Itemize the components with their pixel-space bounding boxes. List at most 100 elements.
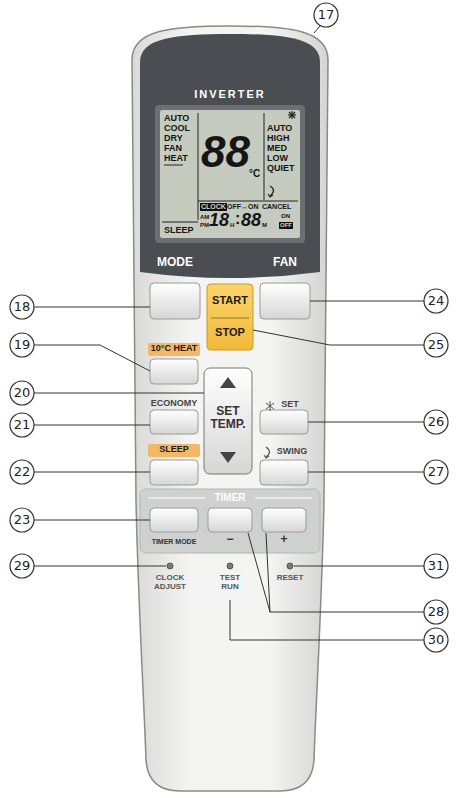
brand-text: INVERTER: [194, 88, 266, 100]
lcd-text: LOW: [267, 154, 288, 164]
timer-panel-bg: [255, 497, 312, 498]
lcd-text: 88: [241, 211, 261, 231]
lcd-text: HEAT: [164, 154, 188, 164]
callout-number: 17: [318, 8, 335, 22]
leader-lines: [34, 425, 150, 426]
button-caps: [148, 444, 200, 457]
callout-number: 19: [14, 338, 31, 352]
lcd-segments: [198, 201, 298, 202]
callout-circles: [10, 460, 34, 484]
callout-circles: [10, 381, 34, 405]
lcd-text: OFF: [279, 222, 293, 229]
swing-icon: [268, 186, 274, 197]
lcd-text: M: [262, 222, 267, 229]
callout-circles: [424, 628, 448, 652]
leader-lines: [34, 307, 150, 308]
heat-10c-button: 10°C HEAT: [148, 342, 200, 386]
button-caps: [150, 508, 198, 532]
button-label: ECONOMY: [151, 399, 198, 409]
swing-icon: [268, 194, 273, 197]
callout-circles: [10, 295, 34, 319]
callout-circles: [424, 554, 448, 578]
lcd-segments: [164, 165, 183, 166]
callout-circles: [10, 413, 34, 437]
lcd-text: OFF↔ON: [227, 203, 259, 211]
callout-number: 24: [428, 294, 445, 308]
leader-lines: [294, 566, 424, 567]
button-caps: [208, 508, 252, 532]
set-icon: [266, 403, 274, 409]
leader-lines: [34, 472, 150, 473]
timer-panel-bg: [140, 489, 320, 553]
swing-button-icon: [264, 455, 269, 458]
lcd-text: H: [230, 222, 234, 229]
button-label: SET: [281, 400, 299, 410]
leader-lines: [266, 533, 270, 612]
pinhole-label: TEST RUN: [215, 574, 245, 592]
callout-circles: [424, 460, 448, 484]
timer-mode-button: TIMER MODE: [146, 507, 202, 551]
remote-housing: [140, 34, 320, 278]
lcd-segments: [162, 113, 298, 222]
lcd-text: AM: [200, 214, 209, 221]
lcd-frame: [155, 105, 305, 243]
fan-icon: [289, 112, 295, 118]
callout-number: 22: [14, 465, 31, 479]
fan-button: FAN: [256, 252, 314, 322]
callout-circles: [424, 600, 448, 624]
button-label: TIMER: [214, 492, 245, 503]
start-stop-button: STARTSTOP: [207, 284, 253, 350]
leader-lines: [308, 472, 424, 473]
lcd-text: QUIET: [267, 164, 295, 174]
lcd-text: MED: [267, 144, 287, 154]
button-label: −: [226, 533, 233, 546]
timer-panel: TIMERTIMER MODE−+: [140, 489, 320, 553]
temp-arrows: [220, 452, 236, 463]
callout-circles: [10, 333, 34, 357]
pinholes: [287, 563, 293, 569]
lcd-segments: [198, 113, 199, 220]
button-label: TIMER MODE: [152, 538, 197, 546]
lcd-text: CLOCK: [200, 203, 227, 211]
swing-button-icon: [264, 447, 270, 458]
leader-lines: [34, 345, 150, 371]
button-caps: [260, 460, 308, 485]
lcd-text: :: [235, 210, 240, 228]
button-caps: [260, 410, 308, 434]
lcd-text: SLEEP: [164, 226, 194, 236]
lcd-text: FAN: [164, 144, 182, 154]
callout-circles: [424, 289, 448, 313]
button-label: SWING: [277, 447, 308, 457]
callout-number: 26: [428, 415, 445, 429]
leader-lines: [310, 301, 424, 302]
pinhole-label: RESET: [277, 574, 304, 583]
leader-lines: [34, 566, 166, 567]
swing-button: SWING: [256, 443, 312, 486]
lcd-frame: [160, 110, 300, 238]
button-caps: [262, 508, 306, 532]
pinhole-label: CLOCK ADJUST: [147, 574, 193, 592]
set-icon: [266, 401, 274, 411]
lcd-text: DRY: [164, 134, 183, 144]
button-caps: [204, 368, 252, 474]
economy-button: ECONOMY: [146, 399, 202, 434]
callout-number: 21: [14, 418, 31, 432]
lcd-segments: [264, 113, 265, 200]
lcd-frame: [155, 105, 305, 243]
callout-circles: [424, 410, 448, 434]
fan-icon: [288, 111, 296, 119]
button-label: START: [212, 294, 248, 306]
callout-number: 23: [14, 513, 31, 527]
callout-circles: [424, 333, 448, 357]
button-label: MODE: [157, 256, 193, 269]
button-caps: [150, 410, 198, 434]
lcd-display: AUTOCOOLDRYFANHEAT88°CAUTOHIGHMEDLOWQUIE…: [160, 110, 300, 238]
remote-housing: [132, 26, 328, 791]
leader-lines: [230, 600, 424, 640]
leader-lines: [308, 422, 424, 423]
lcd-text: °C: [249, 168, 260, 179]
lcd-text: HIGH: [267, 134, 290, 144]
leader-lines: [34, 26, 424, 640]
button-caps: [148, 283, 310, 532]
